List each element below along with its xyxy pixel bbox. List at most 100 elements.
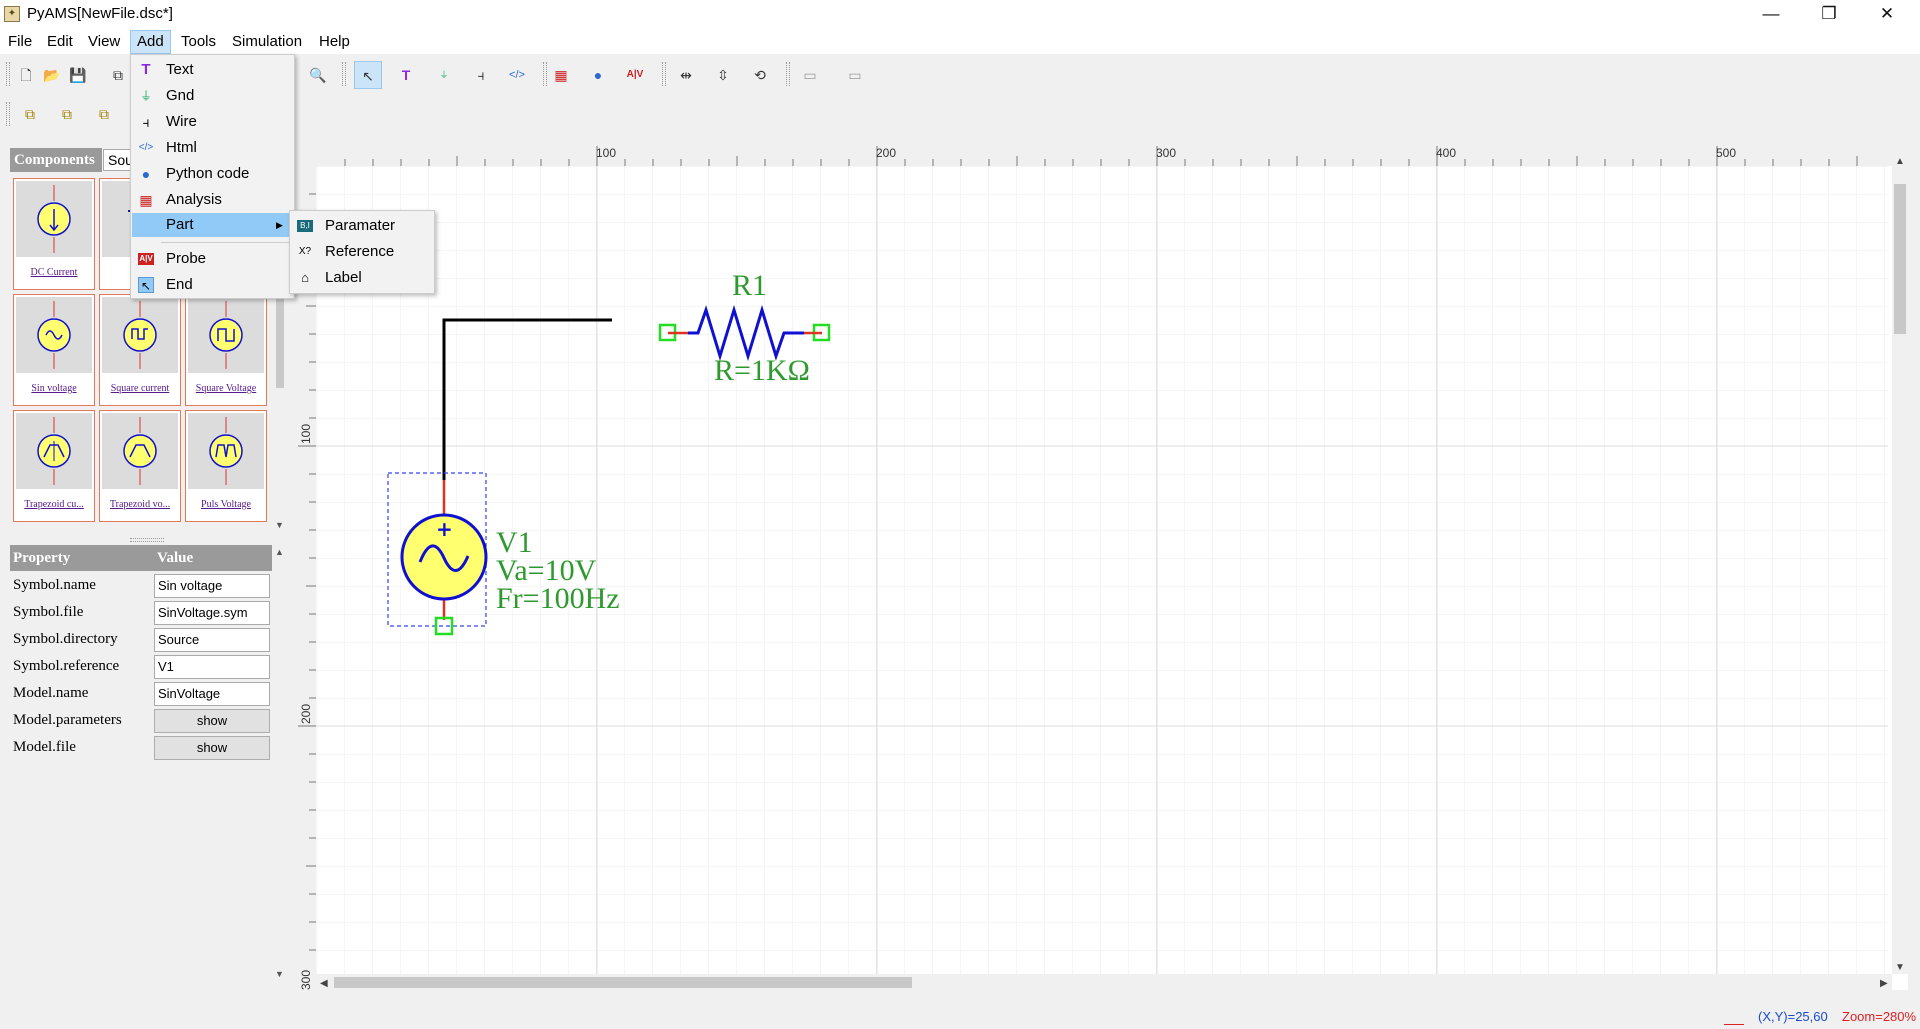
flip-horizontal-icon[interactable]: ⇹ (680, 67, 692, 83)
component-square-current[interactable]: Square current (99, 294, 181, 406)
text-tool-icon[interactable]: T (401, 67, 411, 83)
menu-tools[interactable]: Tools (181, 33, 217, 50)
menu-item-part[interactable]: Part ▶ (132, 213, 294, 237)
status-bar: (X,Y)=25,60 Zoom=280% (0, 1004, 1920, 1029)
components-header: Components (10, 148, 102, 172)
menu-item-wire[interactable]: ⫞ Wire (132, 110, 294, 134)
copy-icon[interactable]: ⧉ (113, 67, 123, 83)
sine-wave-icon (418, 544, 470, 572)
square-current-icon (102, 297, 178, 373)
menu-item-label-tool[interactable]: ⌂ Label (291, 266, 434, 290)
property-value-input[interactable]: SinVoltage.sym (154, 601, 270, 625)
properties-scrollbar[interactable]: ▲ ▼ (274, 545, 286, 983)
scroll-down-icon[interactable]: ▼ (1895, 962, 1905, 973)
menu-item-label: Python code (166, 165, 250, 182)
sin-voltage-source-v1[interactable]: + V1 Va=10V Fr=100Hz (387, 472, 620, 636)
component-square-voltage[interactable]: Square Voltage (185, 294, 267, 406)
component-puls-voltage[interactable]: Puls Voltage (185, 410, 267, 522)
vertical-scrollbar[interactable] (1892, 166, 1908, 974)
resistor-r1[interactable]: R1 R=1KΩ (658, 269, 831, 387)
rotate-icon[interactable]: ⟲ (754, 67, 766, 83)
property-value-input[interactable]: SinVoltage (154, 682, 270, 706)
scroll-up-icon[interactable]: ▲ (1895, 156, 1905, 167)
bring-forward-icon[interactable]: ⧉ (99, 106, 109, 122)
menu-file[interactable]: File (8, 33, 33, 50)
disabled-tool-icon[interactable]: ▭ (848, 67, 862, 83)
gnd-tool-icon[interactable]: ⏚ (439, 70, 449, 80)
property-row: Model.parameters show (10, 707, 272, 734)
scroll-up-icon[interactable]: ▲ (275, 547, 284, 557)
menu-edit[interactable]: Edit (47, 33, 73, 50)
wire[interactable] (442, 318, 612, 480)
menu-item-probe[interactable]: A|V Probe (132, 247, 294, 271)
component-trapezoid-current[interactable]: Trapezoid cu... (13, 410, 95, 522)
property-value-input[interactable]: V1 (154, 655, 270, 679)
save-icon[interactable]: 💾 (69, 67, 87, 83)
schematic-drawing[interactable]: 100 200 300 400 500 100 200 300 R1 (296, 144, 1908, 990)
close-window-button[interactable]: ✕ (1879, 4, 1895, 23)
scroll-right-icon[interactable]: ▶ (1880, 978, 1888, 989)
horizontal-scrollbar-thumb[interactable] (334, 977, 912, 988)
window-title: PyAMS[NewFile.dsc*] (27, 5, 173, 22)
flip-vertical-icon[interactable]: ⇳ (717, 67, 729, 83)
component-trapezoid-voltage[interactable]: Trapezoid vo... (99, 410, 181, 522)
toolbar-separator (6, 62, 10, 86)
new-file-icon[interactable]: 🗋 (20, 67, 32, 83)
wire-tool-icon[interactable]: ⫞ (477, 67, 485, 83)
component-dc-current[interactable]: DC Current (13, 178, 95, 290)
python-icon: ● (141, 166, 151, 182)
select-pointer-icon[interactable]: ↖ (354, 61, 382, 89)
menu-item-end[interactable]: ↖ End (132, 273, 294, 297)
wire-icon: ⫞ (142, 114, 150, 130)
main-toolbar: 🗋 📂 💾 ⧉ 🔍 ↖ T ⏚ ⫞ </> ▦ ● A|V ⇹ ⇳ ⟲ ▭ ▭ (0, 56, 1920, 94)
menu-bar: File Edit View Add Tools Simulation Help (0, 30, 1920, 54)
python-code-icon[interactable]: ● (593, 67, 603, 83)
property-value-input[interactable]: Sin voltage (154, 574, 270, 598)
menu-help[interactable]: Help (319, 33, 350, 50)
menu-view[interactable]: View (88, 33, 121, 50)
menu-item-text[interactable]: T Text (132, 58, 294, 82)
source-amplitude: Va=10V (496, 554, 597, 587)
menu-item-python-code[interactable]: ● Python code (132, 162, 294, 186)
resistor-zigzag (688, 304, 804, 362)
menu-item-analysis[interactable]: ▦ Analysis (132, 188, 294, 212)
probe-tool-icon[interactable]: A|V (626, 69, 644, 80)
menu-simulation[interactable]: Simulation (232, 33, 303, 50)
minimize-button[interactable]: — (1762, 4, 1780, 23)
disabled-tool-icon[interactable]: ▭ (803, 67, 817, 83)
vertical-scrollbar-thumb[interactable] (1894, 184, 1906, 334)
property-key: Symbol.name (13, 577, 96, 593)
menu-add[interactable]: Add (130, 30, 171, 54)
arrange-toolbar: ⧉ ⧉ ⧉ (0, 96, 1920, 132)
scroll-left-icon[interactable]: ◀ (320, 978, 328, 989)
html-tool-icon[interactable]: </> (509, 69, 525, 81)
scrollbar-thumb[interactable] (276, 248, 284, 388)
resistor-value: R=1KΩ (714, 354, 810, 387)
scroll-down-icon[interactable]: ▼ (275, 969, 284, 979)
ruler-label: 300 (1156, 146, 1176, 160)
open-folder-icon[interactable]: 📂 (43, 67, 61, 83)
show-parameters-button[interactable]: show (154, 709, 270, 733)
pin-bottom[interactable] (434, 616, 454, 636)
splitter-handle[interactable] (130, 538, 164, 542)
menu-item-label: Paramater (325, 217, 396, 234)
scroll-down-icon[interactable]: ▼ (275, 520, 284, 530)
property-key: Symbol.reference (13, 658, 120, 674)
menu-item-paramater[interactable]: B,I Paramater (291, 214, 434, 238)
add-menu-dropdown: T Text ⏚ Gnd ⫞ Wire </> Html ● Python co… (130, 54, 295, 299)
show-model-file-button[interactable]: show (154, 736, 270, 760)
property-value-input[interactable]: Source (154, 628, 270, 652)
menu-item-html[interactable]: </> Html (132, 136, 294, 160)
maximize-button[interactable]: ❐ (1821, 4, 1837, 23)
menu-item-gnd[interactable]: ⏚ Gnd (132, 84, 294, 108)
top-ruler-labels: 100 200 300 400 500 (596, 146, 1736, 160)
source-reference: V1 (496, 526, 533, 559)
send-to-back-icon[interactable]: ⧉ (62, 106, 72, 122)
analysis-tool-icon[interactable]: ▦ (554, 67, 568, 83)
zoom-out-icon[interactable]: 🔍 (309, 67, 327, 83)
component-sin-voltage[interactable]: Sin voltage (13, 294, 95, 406)
menu-item-reference[interactable]: X? Reference (291, 240, 434, 264)
left-ruler (296, 144, 316, 990)
bring-to-front-icon[interactable]: ⧉ (25, 106, 35, 122)
schematic-canvas[interactable]: 100 200 300 400 500 100 200 300 R1 (296, 144, 1908, 990)
